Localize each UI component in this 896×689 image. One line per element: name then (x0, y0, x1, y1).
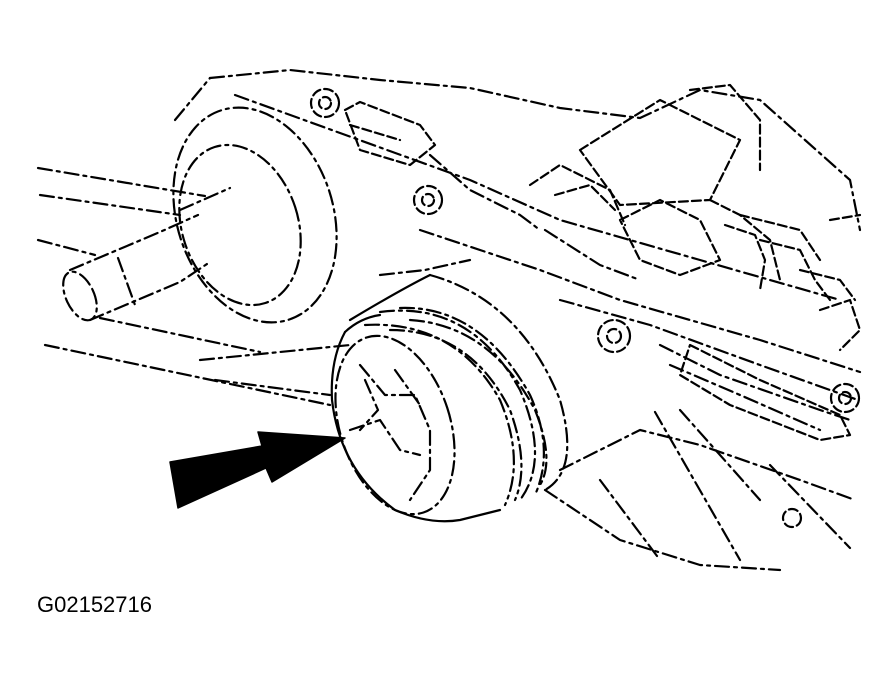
engine-block (173, 68, 862, 572)
background-lines (36, 166, 332, 407)
figure-code: G02152716 (37, 592, 152, 617)
arrow-icon (169, 431, 346, 509)
pulley (330, 273, 569, 523)
bolt-middle (412, 184, 444, 216)
bolt-right (829, 382, 861, 414)
bolt-lower (596, 318, 632, 354)
bolt-bottom-right (781, 507, 803, 529)
hose (62, 213, 212, 322)
upper-housing (528, 83, 862, 352)
bolt-top (309, 87, 341, 119)
bolts (309, 87, 861, 529)
round-boss (172, 106, 338, 324)
